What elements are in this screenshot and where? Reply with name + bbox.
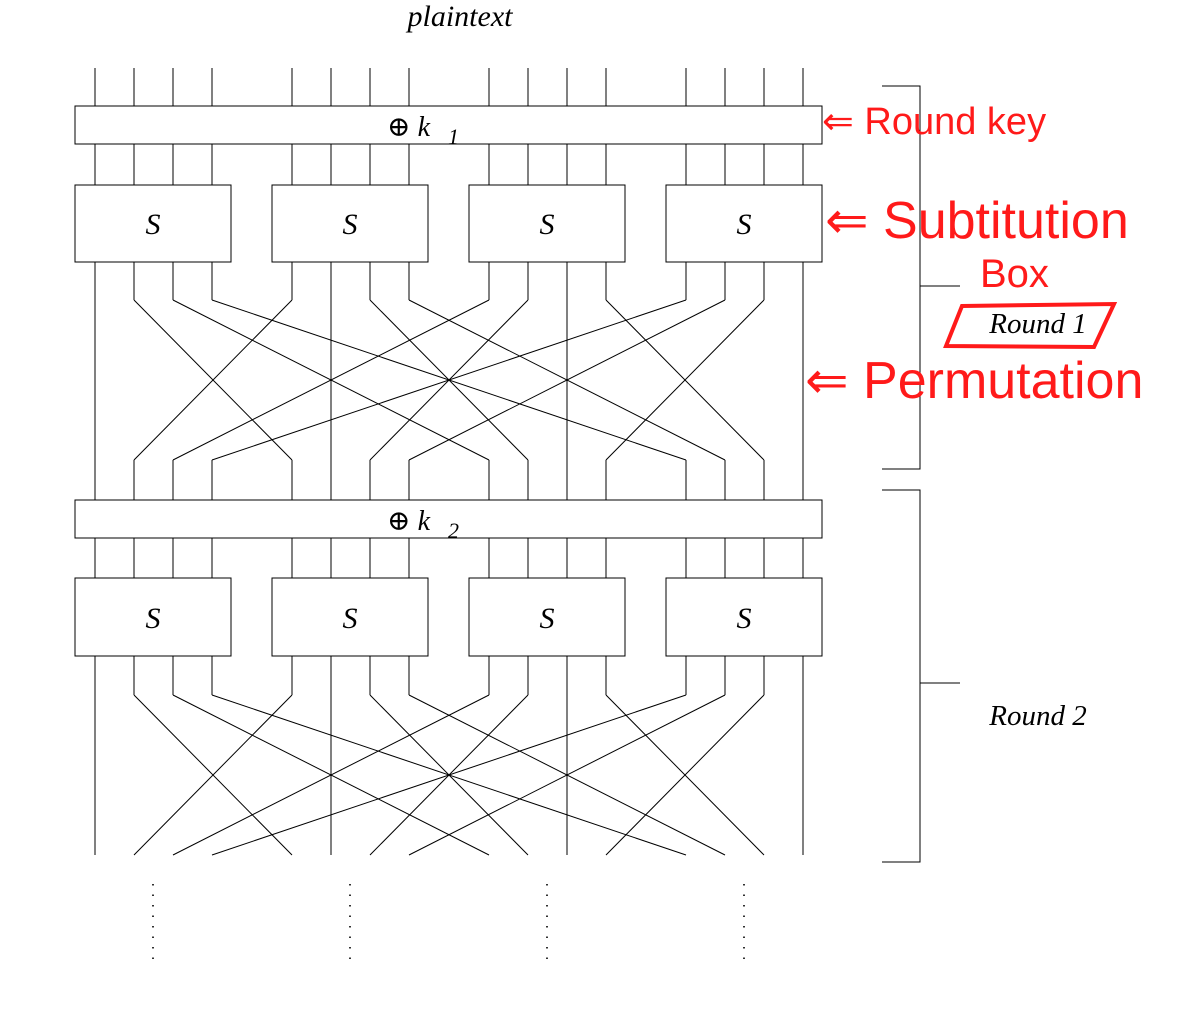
round2-key-label: ⊕ k — [387, 506, 430, 537]
sbox — [74, 184, 232, 263]
permutation-wire — [605, 299, 765, 461]
permutation-wire — [211, 299, 687, 461]
sbox — [74, 577, 232, 657]
permutation-wire — [133, 694, 293, 856]
sbox-label: S — [540, 602, 555, 635]
sbox — [468, 577, 626, 657]
permutation-wire — [408, 299, 726, 461]
round2-sboxes: S S S S — [74, 577, 823, 657]
permutation-annotation: ⇐ Permutation — [805, 352, 1143, 410]
sbox-label: S — [146, 208, 161, 241]
round1-key-index: 1 — [448, 124, 459, 149]
sbox-label: S — [146, 602, 161, 635]
substitution-box-annotation: ⇐ Subtitution — [825, 192, 1129, 250]
permutation-wire — [605, 694, 765, 856]
sbox — [665, 577, 823, 657]
sbox — [271, 184, 429, 263]
sbox-label: S — [540, 208, 555, 241]
round2-label: Round 2 — [988, 700, 1086, 732]
plaintext-title: plaintext — [406, 0, 514, 33]
round1-key-box — [74, 105, 823, 145]
sbox-label: S — [737, 208, 752, 241]
sbox-label: S — [343, 208, 358, 241]
round1-sboxes: S S S S — [74, 184, 823, 263]
round2-bracket — [882, 489, 960, 863]
substitution-box-annotation-line2: Box — [980, 252, 1049, 296]
round2-wires — [94, 538, 804, 578]
round2-permutation — [94, 656, 804, 856]
round1-highlight-box — [943, 301, 1118, 350]
sbox-label: S — [737, 602, 752, 635]
round2-key-index: 2 — [448, 518, 459, 543]
round1-wires — [94, 68, 804, 185]
permutation-wire — [211, 694, 687, 856]
sbox — [271, 577, 429, 657]
round1-bracket — [882, 85, 960, 470]
round1-label: Round 1 — [988, 308, 1086, 340]
permutation-wire — [133, 299, 293, 461]
sbox — [468, 184, 626, 263]
handwritten-annotations: ⇐ Round key ⇐ Subtitution Box ⇐ Permutat… — [805, 101, 1143, 410]
sbox — [665, 184, 823, 263]
continuation-dots — [152, 884, 745, 966]
round1-key-label: ⊕ k — [387, 112, 430, 143]
permutation-wire — [408, 694, 726, 856]
sbox-label: S — [343, 602, 358, 635]
round1-permutation — [94, 262, 804, 500]
round-key-annotation: ⇐ Round key — [822, 101, 1046, 143]
permutation-wire — [172, 694, 490, 856]
round2-key-box — [74, 499, 823, 539]
permutation-wire — [172, 299, 490, 461]
